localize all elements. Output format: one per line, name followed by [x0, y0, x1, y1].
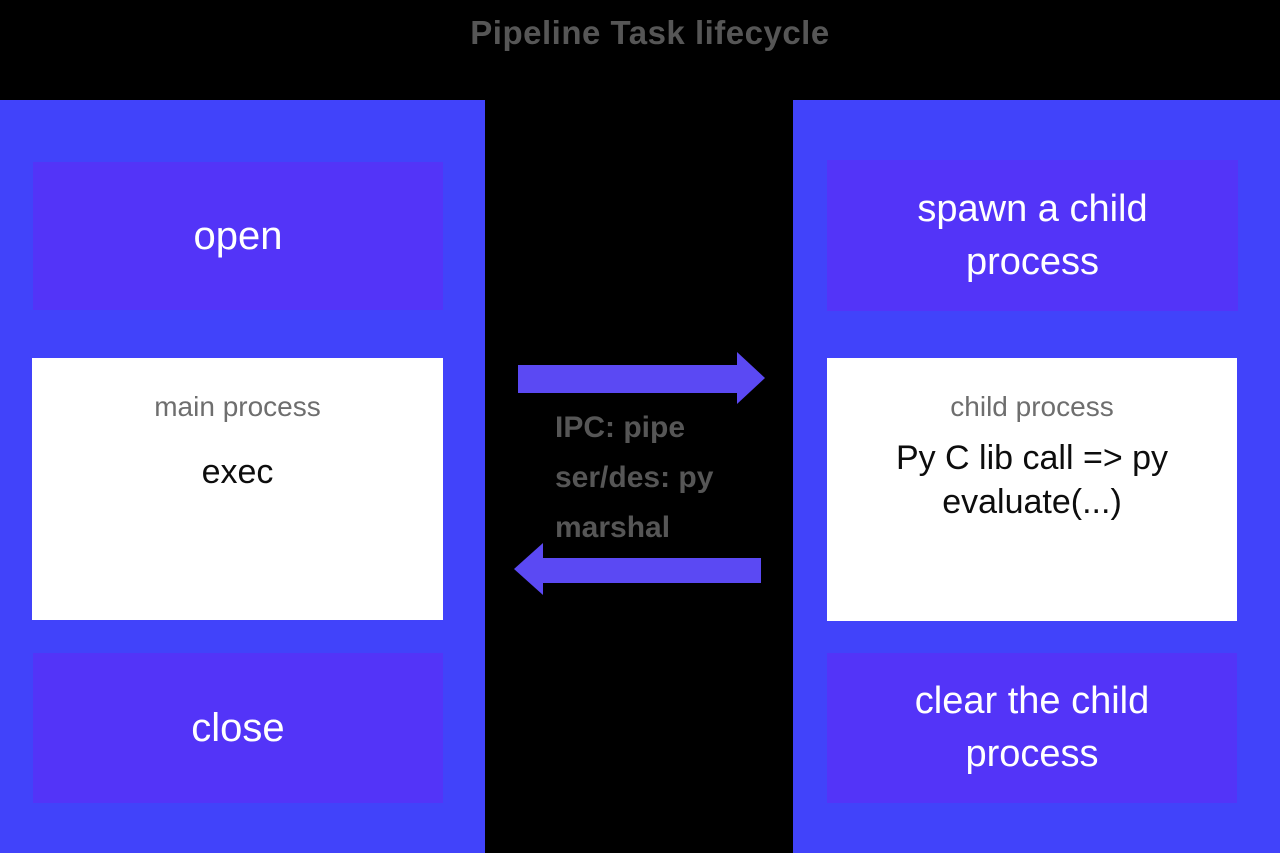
- main-process-panel: open main process exec close: [0, 100, 485, 853]
- ipc-annotation-line-3: marshal: [555, 511, 671, 544]
- open-step-box: open: [33, 162, 443, 310]
- py-call-label: Py C lib call => py evaluate(...): [895, 439, 1169, 521]
- arrow-right-shaft: [518, 365, 738, 393]
- child-process-label: child process: [950, 391, 1114, 422]
- main-process-label: main process: [154, 391, 321, 422]
- clear-step-label: clear the child process: [914, 680, 1150, 775]
- clear-step-box: clear the child process: [827, 653, 1237, 803]
- open-step-label: open: [193, 214, 283, 258]
- exec-label: exec: [201, 453, 274, 491]
- ipc-annotation-line-1: IPC: pipe: [555, 411, 686, 444]
- diagram-title: Pipeline Task lifecycle: [470, 14, 830, 51]
- arrow-left-head-icon: [514, 543, 543, 595]
- close-step-box: close: [33, 653, 443, 803]
- child-process-panel: spawn a child process child process Py C…: [793, 100, 1280, 853]
- arrow-left-shaft: [543, 558, 761, 583]
- child-process-box: child process Py C lib call => py evalua…: [827, 358, 1237, 621]
- ipc-annotation: IPC: pipe ser/des: py marshal: [555, 403, 795, 553]
- main-process-box: main process exec: [32, 358, 443, 620]
- spawn-step-box: spawn a child process: [827, 160, 1238, 311]
- arrow-right-head-icon: [737, 352, 765, 404]
- ipc-annotation-line-2: ser/des: py: [555, 461, 714, 494]
- close-step-label: close: [191, 706, 285, 750]
- spawn-step-label: spawn a child process: [917, 187, 1148, 283]
